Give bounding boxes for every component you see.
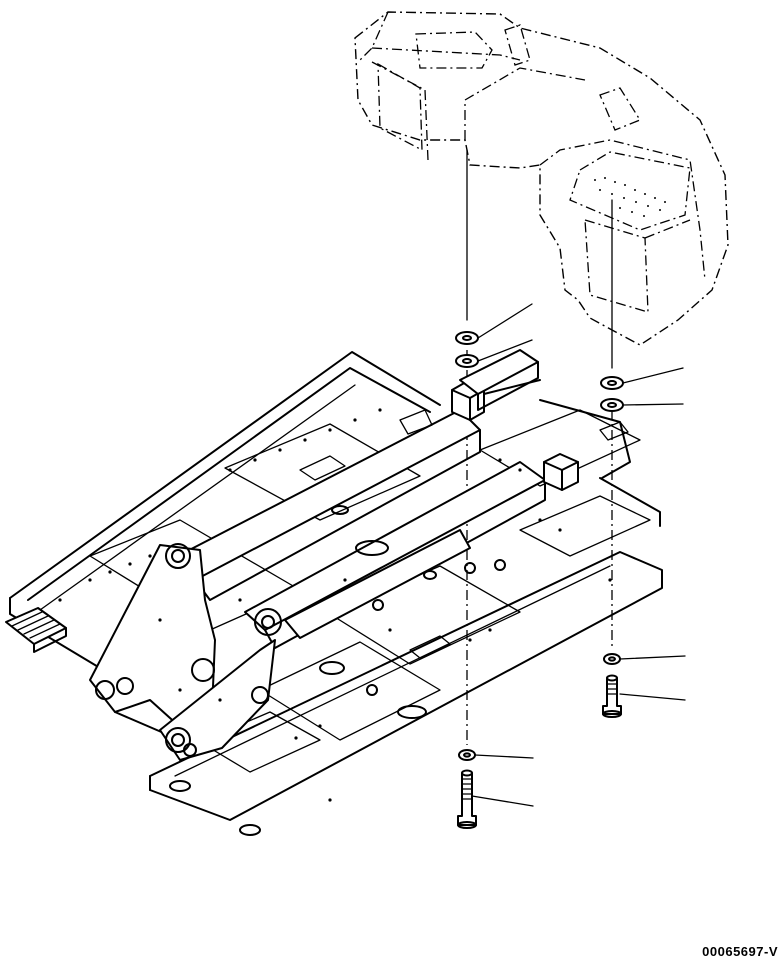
washer-left-upper — [455, 331, 479, 345]
leader-lines — [471, 303, 686, 807]
washer-right-lower — [600, 398, 624, 412]
washer-left-bottom — [458, 749, 476, 761]
bolt-left — [457, 769, 477, 829]
bolt-right — [602, 674, 622, 718]
washer-right-bottom — [603, 653, 621, 665]
frame-bolt-dots — [58, 408, 612, 802]
washer-right-upper — [600, 376, 624, 390]
counterweight-phantom — [354, 11, 729, 346]
drawing-code-label: 00065697-V — [702, 944, 778, 959]
washer-left-lower — [455, 354, 479, 368]
revolving-frame — [5, 349, 663, 836]
counterweight-dot-grid — [594, 177, 666, 217]
